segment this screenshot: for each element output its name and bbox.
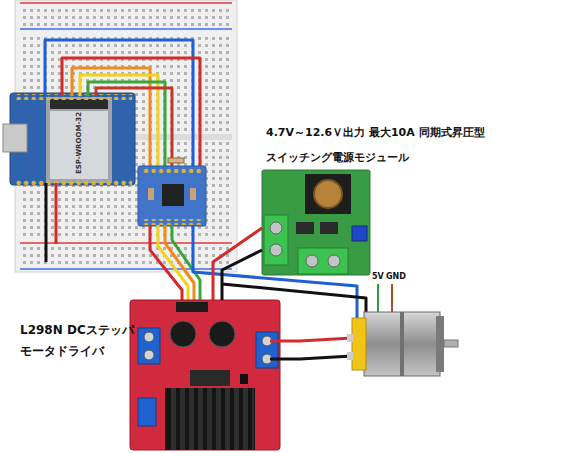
terminal-screw: [144, 350, 154, 360]
inductor: [305, 174, 351, 214]
screw-terminal: [298, 248, 348, 274]
terminal-screw: [306, 255, 318, 267]
motor-band: [400, 312, 404, 376]
power-rail-line: [20, 28, 232, 30]
pin-label: 5V: [372, 272, 384, 281]
esp32-pcb: [10, 93, 135, 185]
motor-terminal: [347, 334, 353, 342]
power-wire: [222, 250, 262, 300]
header-row: [16, 94, 132, 100]
jumper-wire: [45, 183, 48, 262]
header-row: [142, 167, 204, 173]
module-heading: L298N DCステッパ モータドライバ: [20, 320, 145, 362]
motor-wire: [270, 338, 352, 341]
header-row: [142, 219, 204, 225]
heatsink: [165, 388, 255, 450]
driver-pcb: [130, 300, 280, 450]
motor-body: [364, 312, 440, 376]
boost-pcb: [262, 170, 370, 275]
screw-terminal: [138, 398, 156, 426]
screw-terminal: [138, 328, 160, 364]
screw-terminal: [264, 215, 288, 265]
potentiometer: [352, 226, 367, 241]
pin-label: GND: [386, 272, 406, 281]
usb-connector: [3, 124, 27, 152]
esp32-board: ESP-WROOM-32: [10, 93, 135, 185]
jumper-cap: [240, 374, 248, 384]
jumper-wire: [172, 225, 200, 308]
motor-endcap: [352, 318, 366, 370]
inductor-coil: [314, 180, 342, 208]
header-row: [176, 302, 208, 312]
terminal-screw: [144, 332, 154, 342]
jumper-wire: [55, 183, 58, 244]
jumper-wire: [88, 82, 165, 168]
module-antenna: [50, 99, 108, 109]
boost-converter-module: 4.7V～12.6Ｖ出力 最大10A 同期式昇圧型 スイッチング電源モジュール: [262, 170, 370, 275]
terminal-screw: [328, 255, 340, 267]
header-row: [16, 179, 132, 185]
screw-terminal: [256, 332, 278, 368]
motor-wire: [270, 356, 352, 359]
motor-endcap: [436, 316, 444, 372]
smd-resistor: [190, 188, 196, 200]
motor-driver-board: L298N DCステッパ モータドライバ: [130, 300, 280, 450]
encoder-wire: [377, 284, 379, 312]
mosfet: [296, 222, 314, 234]
level-shifter-pcb: [138, 166, 206, 226]
mosfet: [320, 222, 338, 234]
capacitor: [209, 321, 235, 347]
module-label: ESP-WROOM-32: [75, 112, 83, 174]
capacitor: [170, 321, 196, 347]
power-rail-line: [20, 242, 232, 244]
module-heading: 4.7V～12.6Ｖ出力 最大10A 同期式昇圧型 スイッチング電源モジュール: [266, 120, 506, 170]
encoder-wire: [391, 284, 393, 312]
jumper-wire: [96, 88, 172, 168]
motor-terminal: [347, 352, 353, 360]
breadboard-holes: [20, 246, 232, 266]
power-wire: [213, 228, 262, 300]
smd-resistor: [148, 188, 154, 200]
motor-shaft: [444, 340, 458, 347]
resistor-symbol: [168, 158, 184, 163]
terminal-screw: [270, 244, 282, 256]
power-rail-line: [20, 2, 232, 4]
module-shield: [50, 111, 108, 179]
heatsink-fins: [168, 388, 254, 450]
power-rail-line: [20, 268, 232, 270]
breadboard-holes: [20, 6, 232, 26]
wifi-module: [46, 97, 112, 183]
ic-chip: [162, 184, 184, 206]
ic-chip: [190, 370, 230, 386]
terminal-screw: [270, 222, 282, 234]
